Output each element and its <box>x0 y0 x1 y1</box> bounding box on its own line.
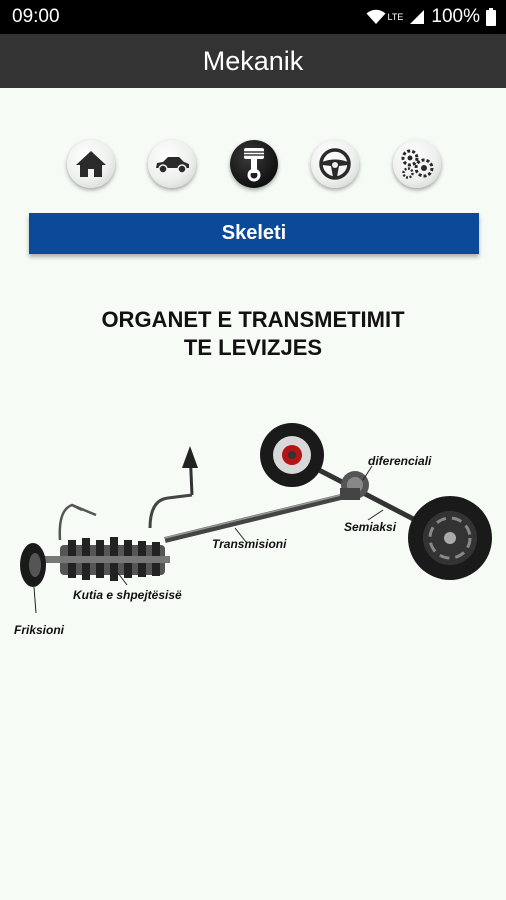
label-semiaksi: Semiaksi <box>344 520 397 534</box>
signal-icon <box>410 10 425 24</box>
wifi-icon <box>366 9 386 24</box>
status-bar: 09:00 LTE 100% <box>0 0 506 34</box>
label-friksioni: Friksioni <box>14 623 65 637</box>
diagram-title-line-1: ORGANET E TRANSMETIMIT <box>101 307 405 332</box>
gearbox <box>40 537 170 581</box>
drive-shaft <box>164 493 346 543</box>
app-bar: Mekanik <box>0 34 506 88</box>
app-title: Mekanik <box>202 45 304 76</box>
status-icons: LTE 100% <box>366 6 496 28</box>
nav-home-button[interactable] <box>67 140 115 188</box>
differential <box>340 471 369 500</box>
network-type: LTE <box>387 12 404 22</box>
category-nav <box>0 140 506 196</box>
rear-left-wheel <box>260 423 324 487</box>
section-title-bar: Skeleti <box>29 213 479 254</box>
label-transmisioni: Transmisioni <box>212 537 287 551</box>
battery-icon <box>486 8 496 26</box>
battery-percent: 100% <box>431 6 480 27</box>
transmission-diagram: diferenciali Semiaksi Transmisioni Kutia… <box>0 410 506 660</box>
home-icon <box>76 151 106 177</box>
status-time: 09:00 <box>12 6 60 27</box>
section-title: Skeleti <box>221 222 287 244</box>
nav-piston-button[interactable] <box>230 140 278 188</box>
clutch <box>20 543 46 587</box>
nav-gears-button[interactable] <box>393 140 441 188</box>
piston-icon <box>244 148 264 182</box>
diagram-title-line-2: TE LEVIZJES <box>183 335 323 360</box>
nav-car-button[interactable] <box>148 140 196 188</box>
label-kutia: Kutia e shpejtësisë <box>73 588 182 602</box>
diagram-title: ORGANET E TRANSMETIMIT TE LEVIZJES <box>0 306 506 362</box>
car-icon <box>156 157 189 174</box>
transmission-illustration <box>20 423 492 614</box>
nav-steering-button[interactable] <box>311 140 359 188</box>
gear-lever <box>148 446 198 529</box>
gears-icon <box>401 149 434 179</box>
rear-right-wheel <box>408 496 492 580</box>
label-diferenciali: diferenciali <box>368 454 432 468</box>
steering-wheel-icon <box>319 148 351 180</box>
